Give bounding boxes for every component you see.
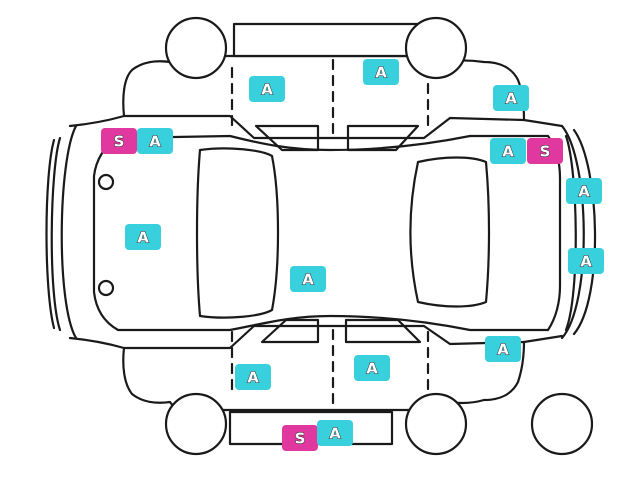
damage-markers: A A A S A A S A A A A A A A S A	[101, 59, 604, 451]
rear-bumper-inner	[564, 134, 577, 332]
top-front-wheel	[164, 16, 228, 80]
marker-badge	[137, 128, 173, 154]
marker-label: A	[329, 425, 341, 443]
marker-label: A	[247, 369, 259, 387]
plan-rear-window	[409, 156, 491, 308]
marker-a-sill-lower[interactable]: A	[317, 420, 353, 446]
marker-label: S	[295, 430, 306, 448]
marker-badge	[527, 138, 563, 164]
bottom-front-window	[260, 318, 320, 344]
marker-a-roof[interactable]: A	[290, 266, 326, 292]
marker-label: S	[114, 133, 125, 151]
marker-badge	[249, 76, 285, 102]
bottom-front-wheel	[164, 392, 228, 456]
bottom-side-view	[68, 318, 594, 456]
marker-label: A	[502, 143, 514, 161]
marker-badge	[566, 178, 602, 204]
front-bumper-outer	[60, 124, 78, 340]
marker-label: A	[366, 360, 378, 378]
marker-label: A	[137, 229, 149, 247]
marker-badge	[317, 420, 353, 446]
front-bumper-inner	[50, 136, 62, 332]
marker-label: A	[580, 253, 592, 271]
marker-label: A	[302, 271, 314, 289]
marker-a-front-bumper-left[interactable]: A	[137, 128, 173, 154]
rear-bumper-outer	[560, 124, 585, 340]
top-side-sill	[122, 114, 526, 140]
marker-a-front-lower[interactable]: A	[235, 364, 271, 390]
marker-badge	[568, 248, 604, 274]
top-rear-wheel	[404, 16, 468, 80]
marker-a-rear-upper[interactable]: A	[363, 59, 399, 85]
marker-a-rear-corner-upper[interactable]: A	[490, 138, 526, 164]
marker-a-front-upper[interactable]: A	[249, 76, 285, 102]
marker-a-rear-fender-lower[interactable]: A	[485, 336, 521, 362]
plan-right-headlight	[97, 279, 115, 297]
marker-label: A	[375, 64, 387, 82]
spare-wheel	[530, 392, 594, 456]
marker-s-front-bumper-left[interactable]: S	[101, 128, 137, 154]
plan-body-outline	[92, 134, 562, 332]
marker-a-hood[interactable]: A	[125, 224, 161, 250]
marker-badge	[101, 128, 137, 154]
marker-label: A	[497, 341, 509, 359]
marker-label: A	[578, 183, 590, 201]
marker-label: A	[261, 81, 273, 99]
rear-bumper-edge	[572, 128, 597, 336]
top-side-view	[68, 16, 564, 152]
marker-badge	[290, 266, 326, 292]
plan-windshield	[195, 147, 280, 319]
plan-view	[45, 124, 597, 340]
marker-badge	[354, 355, 390, 381]
marker-label: S	[540, 143, 551, 161]
bottom-side-sill	[122, 324, 526, 350]
marker-badge	[490, 138, 526, 164]
bottom-rear-wheel	[404, 392, 468, 456]
marker-label: A	[505, 90, 517, 108]
marker-a-rear-lower[interactable]: A	[354, 355, 390, 381]
marker-a-rear-bumper-2[interactable]: A	[568, 248, 604, 274]
marker-s-sill-lower[interactable]: S	[282, 425, 318, 451]
marker-badge	[485, 336, 521, 362]
marker-badge	[493, 85, 529, 111]
marker-badge	[282, 425, 318, 451]
marker-s-rear-corner-upper[interactable]: S	[527, 138, 563, 164]
marker-label: A	[149, 133, 161, 151]
top-roof-strip	[232, 22, 422, 58]
bottom-rear-window	[344, 318, 422, 344]
marker-badge	[235, 364, 271, 390]
top-rear-window	[346, 124, 420, 152]
marker-badge	[363, 59, 399, 85]
front-bumper-edge	[45, 138, 56, 330]
plan-left-headlight	[97, 173, 115, 191]
marker-badge	[125, 224, 161, 250]
marker-a-rear-fender-upper[interactable]: A	[493, 85, 529, 111]
marker-a-rear-bumper-1[interactable]: A	[566, 178, 602, 204]
